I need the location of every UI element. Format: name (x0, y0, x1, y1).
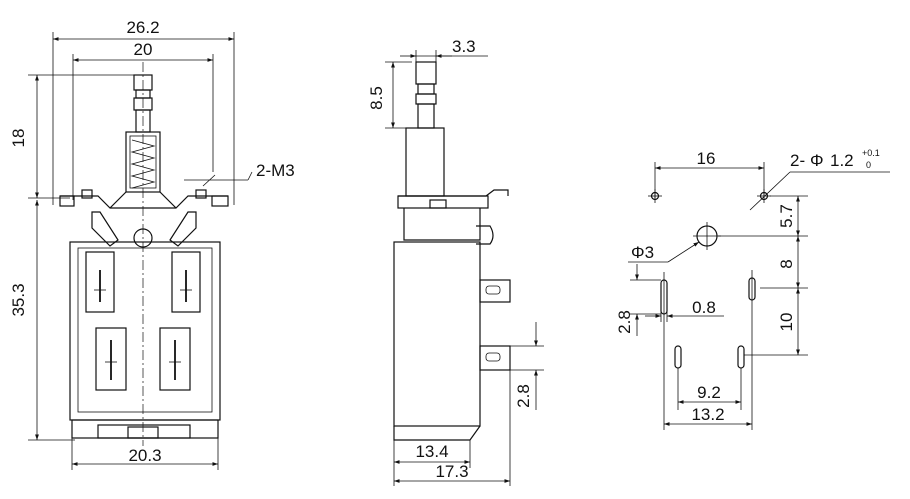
front-view: 26.2 20 18 35.3 2-M3 (9, 18, 295, 470)
dim-base-width: 20.3 (128, 446, 161, 465)
dim-plunger-height: 8.5 (367, 86, 386, 110)
dim-terminal: 2.8 (514, 384, 533, 408)
side-view: 3.3 8.5 2.8 13.4 (367, 37, 544, 486)
slot-bottom-left (674, 345, 682, 369)
dim-slot-width: 0.8 (692, 298, 716, 317)
center-hole-label: Φ3 (631, 243, 654, 262)
tol-lower: 0 (866, 160, 871, 170)
dim-width-inner: 20 (134, 40, 153, 59)
dim-plunger-width: 3.3 (452, 37, 476, 56)
dim-width-outer: 26.2 (126, 18, 159, 37)
slot-bottom-right (737, 345, 745, 369)
tol-upper: +0.1 (862, 148, 880, 158)
dim-13-2: 13.2 (691, 405, 724, 424)
dim-depth-inner: 13.4 (415, 442, 448, 461)
dim-height-top: 18 (9, 129, 28, 148)
dim-9-2: 9.2 (697, 383, 721, 402)
hole-label-value: 1.2 (830, 151, 854, 170)
dim-10: 10 (777, 313, 796, 332)
dim-offset-57: 5.7 (777, 204, 796, 228)
dim-slot-length: 2.8 (615, 310, 634, 334)
dim-8: 8 (777, 259, 796, 268)
hole-label-phi: Φ (810, 151, 824, 170)
thread-label: 2-M3 (256, 161, 295, 180)
dim-depth-outer: 17.3 (435, 462, 468, 481)
hole-label-prefix: 2- (790, 151, 805, 170)
pcb-layout: 16 2- Φ 1.2 +0.1 0 5.7 8 10 Φ3 (615, 148, 890, 430)
dim-hole-spacing: 16 (697, 149, 716, 168)
dim-height-body: 35.3 (9, 283, 28, 316)
